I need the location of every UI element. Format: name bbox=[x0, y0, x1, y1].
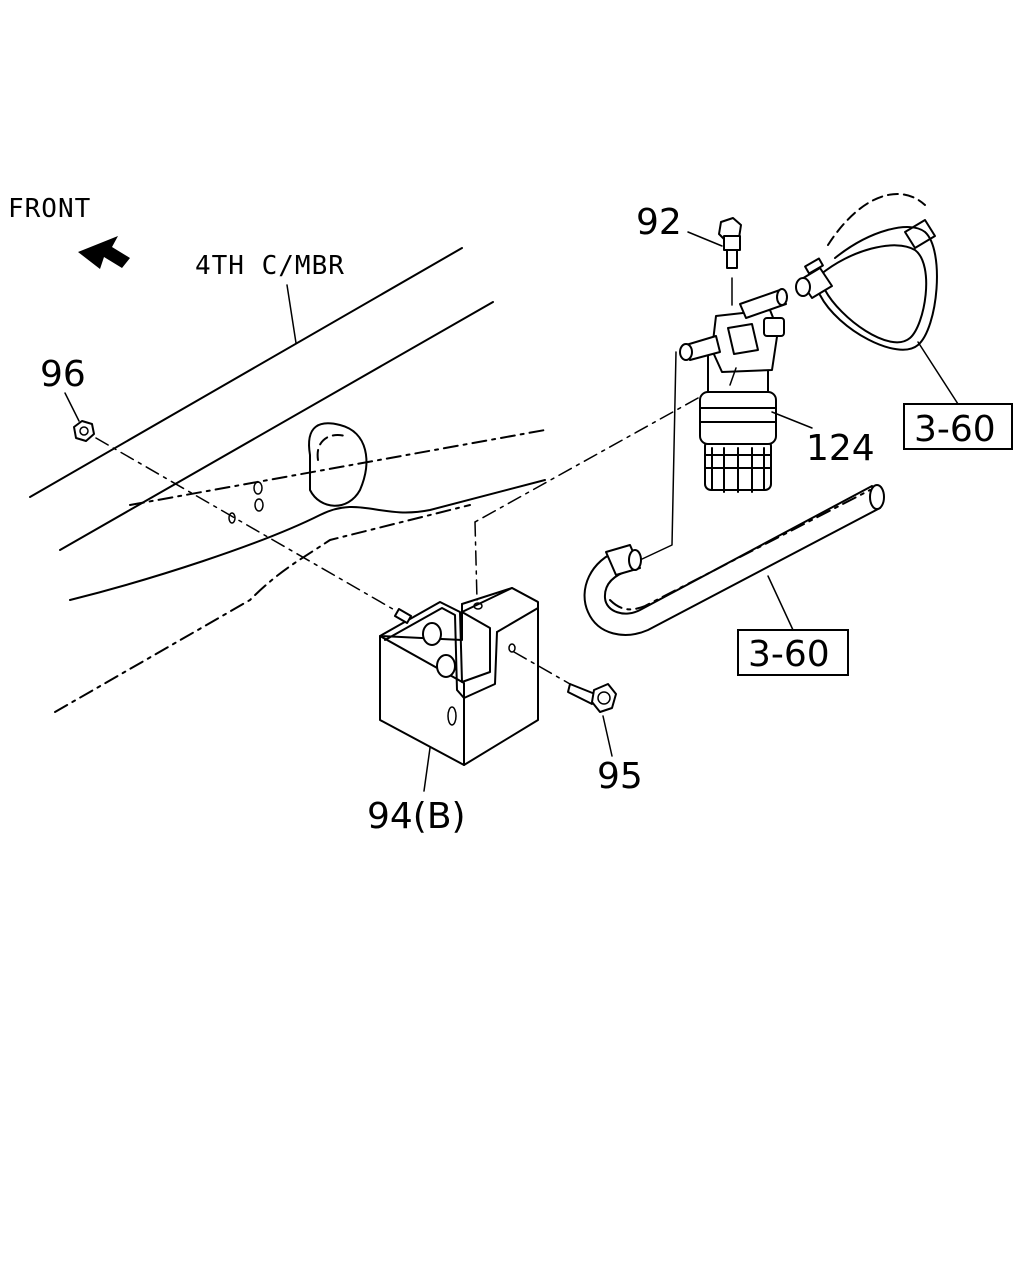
leader-ref-lower bbox=[767, 575, 794, 631]
callout-92: 92 bbox=[636, 202, 682, 243]
filter-124 bbox=[679, 288, 788, 493]
axis-96 bbox=[95, 437, 399, 613]
callout-95: 95 bbox=[597, 756, 643, 797]
nut-96 bbox=[73, 420, 95, 442]
bolt-92 bbox=[718, 217, 742, 269]
leader-95 bbox=[602, 715, 613, 757]
bolt-95 bbox=[567, 683, 617, 713]
ref-box-lower: 3-60 bbox=[737, 629, 849, 676]
bracket-94b bbox=[379, 587, 539, 766]
front-label: FRONT bbox=[8, 194, 91, 224]
callout-96: 96 bbox=[40, 354, 86, 395]
frame-label: 4TH C/MBR bbox=[195, 251, 345, 281]
callout-124: 124 bbox=[806, 428, 875, 469]
cross-member bbox=[29, 247, 546, 713]
leader-92 bbox=[687, 231, 723, 247]
arrow-left-icon bbox=[78, 236, 130, 269]
ref-box-upper: 3-60 bbox=[903, 403, 1013, 450]
hose-upper bbox=[795, 193, 938, 351]
ref-upper-label: 3-60 bbox=[914, 409, 996, 450]
leader-96 bbox=[64, 392, 80, 422]
ref-lower-label: 3-60 bbox=[748, 634, 830, 675]
axis-filter-a bbox=[474, 397, 699, 523]
leader-ref-upper bbox=[917, 341, 959, 405]
leader-94b bbox=[423, 747, 431, 792]
hose-lower bbox=[583, 484, 885, 636]
callout-94b: 94(B) bbox=[367, 796, 466, 837]
frame-leader bbox=[286, 284, 297, 344]
pipe-link bbox=[639, 351, 677, 561]
axis-filter-b bbox=[474, 521, 478, 601]
axis-95 bbox=[513, 651, 571, 685]
leader-124 bbox=[771, 411, 813, 429]
